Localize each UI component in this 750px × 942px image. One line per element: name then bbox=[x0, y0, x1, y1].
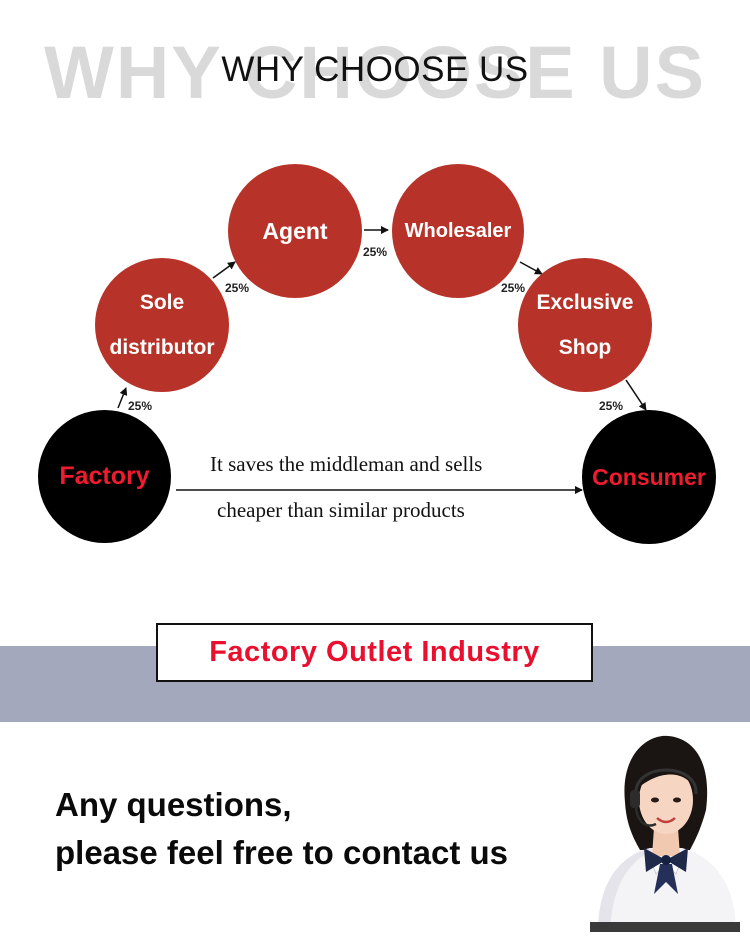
node-exclusive-label-line1: Exclusive bbox=[536, 291, 634, 314]
pct-agent-to-wholesaler: 25% bbox=[363, 245, 388, 259]
pct-factory-to-sole: 25% bbox=[128, 399, 153, 413]
node-exclusive-label-line2: Shop bbox=[558, 336, 612, 359]
arrow-sole-to-agent bbox=[212, 261, 236, 279]
pct-exclusive-to-consumer: 25% bbox=[599, 399, 624, 413]
pct-wholesaler-to-exclusive: 25% bbox=[501, 281, 526, 295]
pct-sole-to-agent: 25% bbox=[225, 281, 250, 295]
arrow-exclusive-to-consumer bbox=[625, 379, 647, 411]
page-title: WHY CHOOSE US bbox=[221, 50, 529, 89]
node-exclusive-shop: Exclusive Shop bbox=[518, 258, 652, 392]
node-sole-label-line2: distributor bbox=[109, 336, 215, 359]
node-agent-label: Agent bbox=[262, 217, 328, 244]
node-consumer: Consumer bbox=[582, 410, 716, 544]
node-sole-label-line1: Sole bbox=[139, 291, 185, 314]
arrow-wholesaler-to-exclusive bbox=[519, 261, 543, 275]
direct-note-line2: cheaper than similar products bbox=[217, 498, 465, 522]
banner-text: Factory Outlet Industry bbox=[209, 636, 540, 668]
contact-line1: Any questions, bbox=[55, 786, 292, 823]
node-factory-label: Factory bbox=[59, 462, 150, 490]
node-consumer-label: Consumer bbox=[592, 463, 706, 490]
node-wholesaler: Wholesaler bbox=[392, 164, 524, 298]
contact-line2: please feel free to contact us bbox=[55, 834, 508, 871]
direct-note-line1: It saves the middleman and sells bbox=[210, 452, 483, 476]
header-ghost-text: WHY CHOOSE US bbox=[44, 31, 706, 114]
arrow-factory-to-sole bbox=[117, 387, 128, 409]
node-wholesaler-label: Wholesaler bbox=[404, 219, 512, 242]
node-agent: Agent bbox=[228, 164, 362, 298]
node-sole-distributor: Sole distributor bbox=[95, 258, 229, 392]
node-factory: Factory bbox=[38, 410, 171, 543]
customer-service-agent-image bbox=[590, 735, 740, 932]
factory-outlet-banner: Factory Outlet Industry bbox=[156, 623, 593, 682]
